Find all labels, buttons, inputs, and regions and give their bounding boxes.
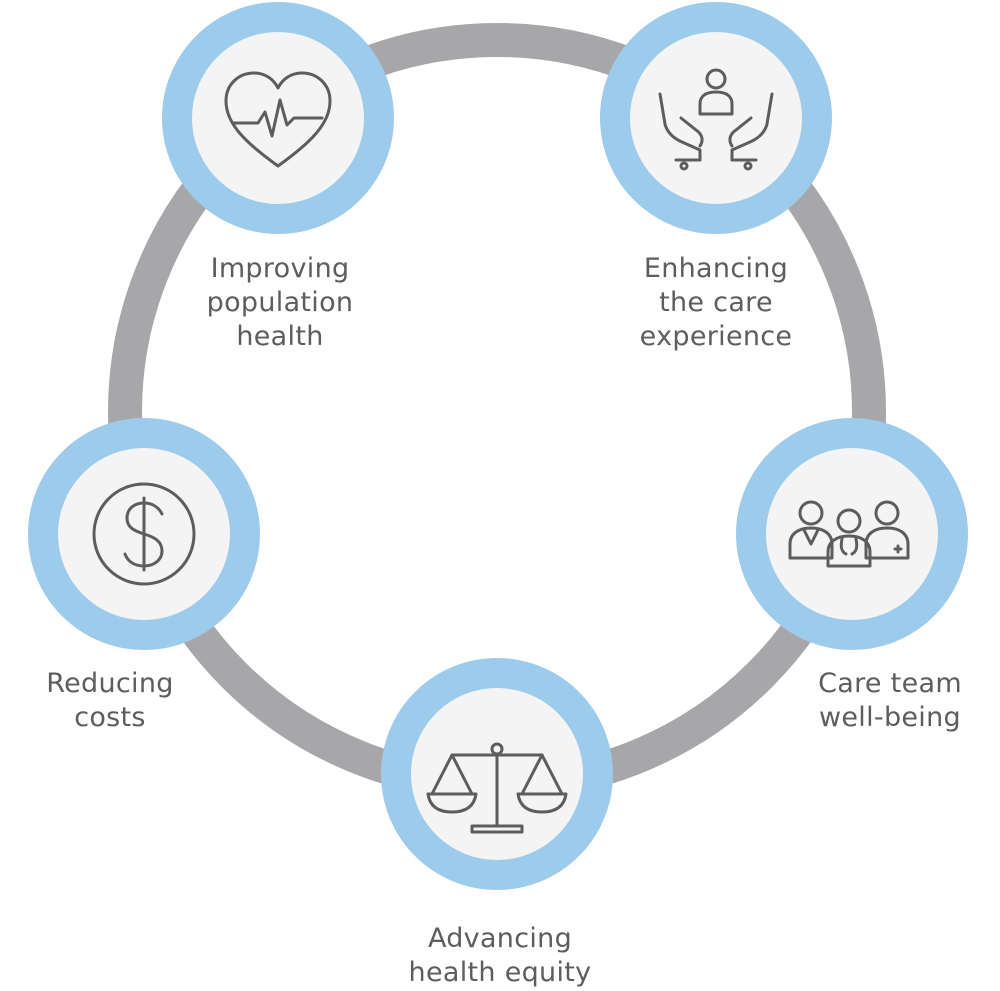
label-line: well-being — [819, 702, 961, 733]
heart-pulse-icon — [224, 71, 332, 168]
label-line: costs — [74, 702, 146, 733]
dollar-coin-icon — [92, 482, 196, 586]
label-line: Advancing — [427, 923, 573, 954]
caring-hands-icon — [658, 68, 774, 171]
node-population-health — [162, 2, 394, 234]
care-team-icon — [788, 500, 910, 568]
node-health-equity — [381, 658, 613, 890]
balance-scale-icon — [426, 742, 568, 834]
label-care-team: Care team well-being — [790, 667, 990, 735]
label-line: Reducing — [46, 668, 174, 699]
label-line: Improving — [210, 253, 350, 284]
node-care-team — [736, 418, 968, 650]
label-line: Enhancing — [643, 253, 789, 284]
label-line: population — [206, 287, 354, 318]
label-reducing-costs: Reducing costs — [10, 667, 210, 735]
node-reducing-costs — [28, 418, 260, 650]
label-line: health equity — [408, 957, 592, 988]
label-health-equity: Advancing health equity — [375, 922, 625, 990]
label-care-experience: Enhancing the care experience — [606, 252, 826, 354]
node-care-experience — [600, 2, 832, 234]
label-line: Care team — [818, 668, 962, 699]
label-population-health: Improving population health — [170, 252, 390, 354]
label-line: the care — [659, 287, 773, 318]
label-line: health — [236, 321, 324, 352]
label-line: experience — [639, 321, 793, 352]
